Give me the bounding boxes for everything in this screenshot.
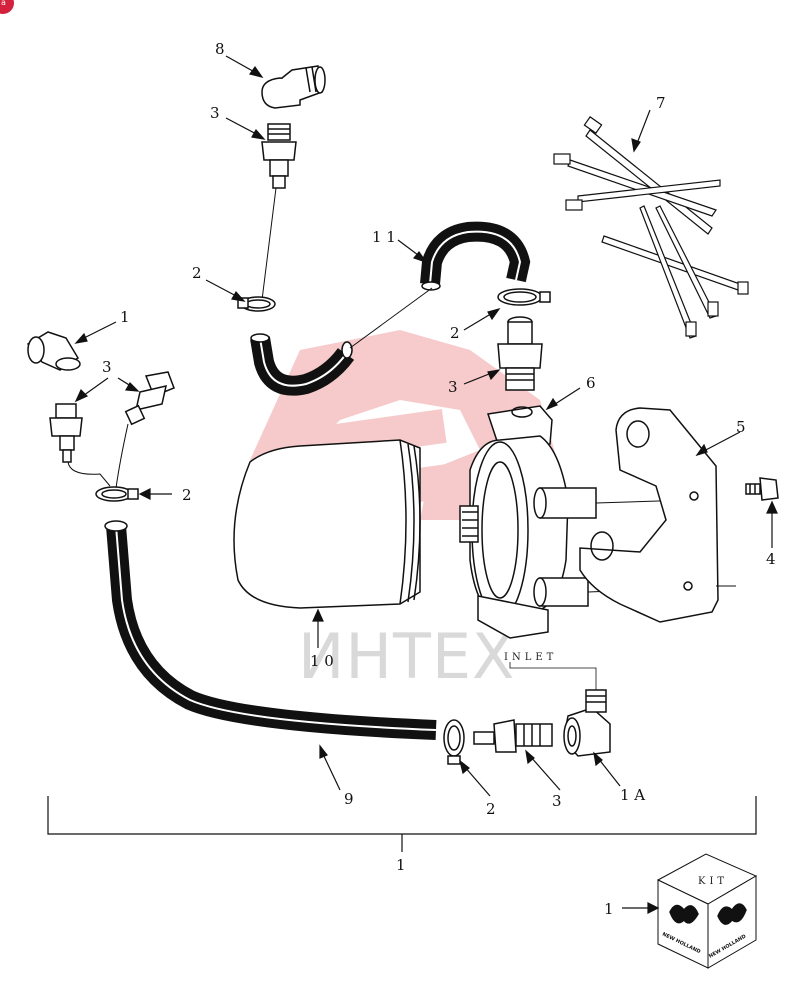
label-3-top: 3 <box>210 104 220 122</box>
label-4: 4 <box>766 550 776 568</box>
hose-clamp-bottom <box>443 719 465 765</box>
label-5: 5 <box>736 418 746 436</box>
long-fuel-hose <box>104 520 437 740</box>
new-holland-leaf-right <box>717 903 747 925</box>
hose-clamp-left <box>95 486 139 502</box>
label-3-mid: 3 <box>448 378 458 396</box>
label-3-left: 3 <box>102 358 112 376</box>
label-7: 7 <box>656 94 666 112</box>
elbow-fitting-left <box>26 331 81 371</box>
inlet-leader <box>509 662 597 690</box>
kit-box-label: KIT <box>698 876 728 887</box>
label-3-bottom: 3 <box>552 792 562 810</box>
label-2-left: 2 <box>182 486 192 504</box>
label-1a: 1 A <box>620 786 645 804</box>
mounting-bracket <box>579 407 736 623</box>
straight-connector-mid <box>497 316 543 391</box>
label-6: 6 <box>586 374 596 392</box>
label-2-bottom: 2 <box>486 800 496 818</box>
label-8: 8 <box>215 40 225 58</box>
label-2-mid: 2 <box>450 324 460 342</box>
corner-badge: a <box>0 0 14 14</box>
hose-clamp-upper <box>237 296 276 312</box>
corner-badge-glyph: a <box>1 0 6 7</box>
hose-upper-right <box>420 221 531 291</box>
label-1-bottom: 1 <box>396 856 406 874</box>
straight-connector-left-a <box>49 403 83 463</box>
label-1-kit: 1 <box>604 900 614 918</box>
kit-box-icon <box>656 853 758 969</box>
straight-connector-top <box>261 123 297 301</box>
label-2-upper: 2 <box>192 264 202 282</box>
hose-upper-left <box>250 287 433 396</box>
inlet-label: INLET <box>504 652 557 663</box>
bolt <box>745 477 779 501</box>
straight-connector-bottom <box>473 719 553 753</box>
label-11: 1 1 <box>372 228 396 246</box>
straight-connector-left-b <box>67 371 175 489</box>
watermark-text: ИНТЕХ <box>298 620 516 693</box>
label-1-top: 1 <box>120 308 130 326</box>
elbow-fitting-top <box>261 65 326 109</box>
new-holland-leaf-left <box>669 904 699 924</box>
label-9: 9 <box>344 790 354 808</box>
kit-bracket <box>47 796 757 852</box>
leader-arrows <box>74 55 778 914</box>
cable-ties-bundle <box>553 116 749 339</box>
fuel-filter-canister <box>233 439 421 609</box>
label-10: 1 0 <box>310 652 334 670</box>
hose-clamp-right <box>497 288 551 306</box>
elbow-fitting-bottom <box>563 689 611 757</box>
filter-head <box>459 405 691 639</box>
